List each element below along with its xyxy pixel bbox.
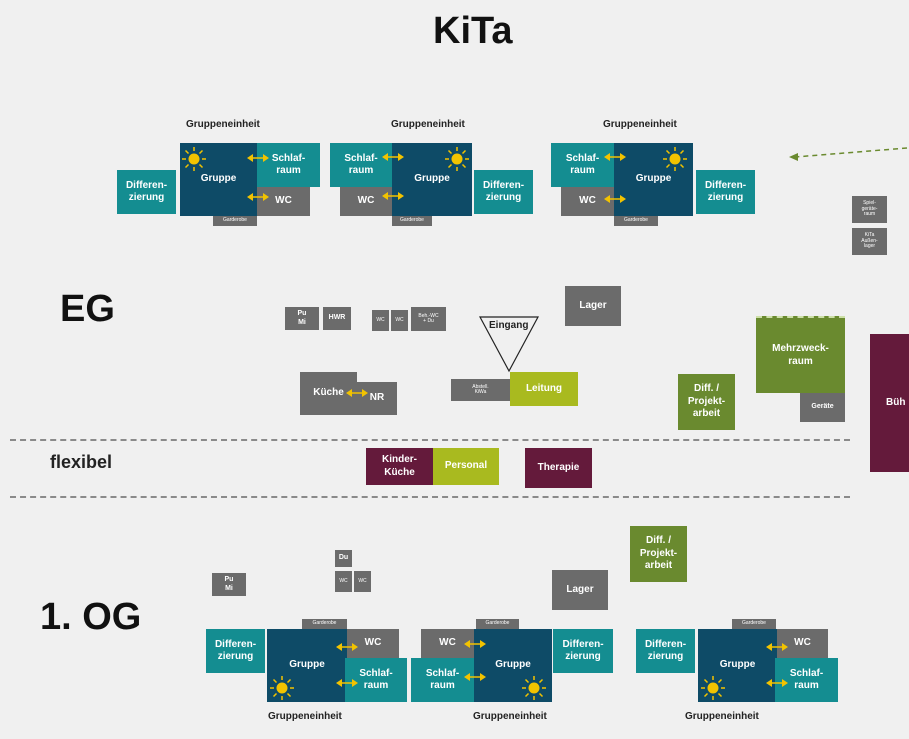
wc-room: WC [354, 571, 371, 592]
spielgeraeteraum-room: Spiel- geräte- raum [852, 196, 887, 223]
sun-icon [445, 147, 469, 171]
geraete-room: Geräte [800, 393, 845, 422]
garderobe-room: Garderobe [732, 619, 776, 629]
floor-label-eg: EG [60, 288, 115, 330]
kita-aussenlager-room: KiTa Außen- lager [852, 228, 887, 255]
abstell-kiwa-room: Abstell. KiWa [451, 379, 510, 401]
diff-projektarbeit-room: Diff. / Projekt- arbeit [678, 374, 735, 430]
double-arrow-icon [604, 153, 626, 161]
garderobe-room: Garderobe [476, 619, 519, 629]
wc-room: WC [561, 187, 614, 216]
sun-icon [182, 147, 206, 171]
double-arrow-icon [346, 389, 368, 397]
double-arrow-icon [247, 154, 269, 162]
garderobe-room: Garderobe [392, 216, 432, 226]
leitung-room: Leitung [510, 372, 578, 406]
garderobe-room: Garderobe [213, 216, 257, 226]
differenzierung-room: Differen- zierung [553, 629, 613, 673]
buehne-room: Büh [870, 334, 909, 472]
page-title: KiTa [433, 10, 513, 52]
mehrzweckraum-room: Mehrzweck- raum [756, 316, 845, 393]
schlafraum-room: Schlaf- raum [775, 658, 838, 702]
therapie-room: Therapie [525, 448, 592, 488]
gruppe-room: Gruppe [614, 143, 693, 216]
differenzierung-room: Differen- zierung [117, 170, 176, 214]
nr-room: NR [357, 382, 397, 415]
group-unit-label: Gruppeneinheit [186, 119, 260, 130]
beh-wc-room: Beh.-WC + Du [411, 307, 446, 331]
group-unit-label: Gruppeneinheit [268, 711, 342, 722]
pumi-room: Pu Mi [212, 573, 246, 596]
wc-room: WC [257, 187, 310, 216]
differenzierung-room: Differen- zierung [206, 629, 265, 673]
double-arrow-icon [336, 643, 358, 651]
double-arrow-icon [766, 643, 788, 651]
floor-label-og: 1. OG [40, 596, 142, 638]
double-arrow-icon [464, 640, 486, 648]
wc-room: WC [335, 571, 352, 592]
hwr-room: HWR [323, 307, 351, 330]
wc-room: WC [340, 187, 392, 216]
double-arrow-icon [382, 153, 404, 161]
differenzierung-room: Differen- zierung [696, 170, 755, 214]
schlafraum-room: Schlaf- raum [330, 143, 392, 187]
lager-room: Lager [552, 570, 608, 610]
eingang-label: Eingang [489, 320, 529, 331]
garderobe-room: Garderobe [302, 619, 347, 629]
sun-icon [663, 147, 687, 171]
group-unit-label: Gruppeneinheit [473, 711, 547, 722]
group-unit-label: Gruppeneinheit [391, 119, 465, 130]
du-room: Du [335, 550, 352, 567]
schlafraum-room: Schlaf- raum [411, 658, 474, 702]
double-arrow-icon [766, 679, 788, 687]
personal-room: Personal [433, 448, 499, 485]
schlafraum-room: Schlaf- raum [345, 658, 407, 702]
sun-icon [270, 676, 294, 700]
diff-projektarbeit-room: Diff. / Projekt- arbeit [630, 526, 687, 582]
differenzierung-room: Differen- zierung [474, 170, 533, 214]
group-unit-label: Gruppeneinheit [685, 711, 759, 722]
double-arrow-icon [336, 679, 358, 687]
floor-label-flexibel: flexibel [50, 452, 113, 472]
wc-room: WC [391, 310, 408, 331]
pumi-room: Pu Mi [285, 307, 319, 330]
wc-room: WC [372, 310, 389, 331]
double-arrow-icon [464, 673, 486, 681]
lager-room: Lager [565, 286, 621, 326]
differenzierung-room: Differen- zierung [636, 629, 695, 673]
double-arrow-icon [382, 192, 404, 200]
schlafraum-room: Schlaf- raum [551, 143, 614, 187]
dashed-arrow-icon [789, 147, 908, 161]
kinderkueche-room: Kinder- Küche [366, 448, 433, 485]
schlafraum-room: Schlaf- raum [257, 143, 320, 187]
double-arrow-icon [247, 193, 269, 201]
divider-line [10, 496, 850, 498]
double-arrow-icon [604, 195, 626, 203]
group-unit-label: Gruppeneinheit [603, 119, 677, 130]
wc-room: WC [347, 629, 399, 658]
sun-icon [522, 676, 546, 700]
garderobe-room: Garderobe [614, 216, 658, 226]
entrance-triangle-icon [478, 316, 540, 373]
wc-room: WC [777, 629, 828, 658]
sun-icon [701, 676, 725, 700]
divider-line [10, 439, 850, 441]
